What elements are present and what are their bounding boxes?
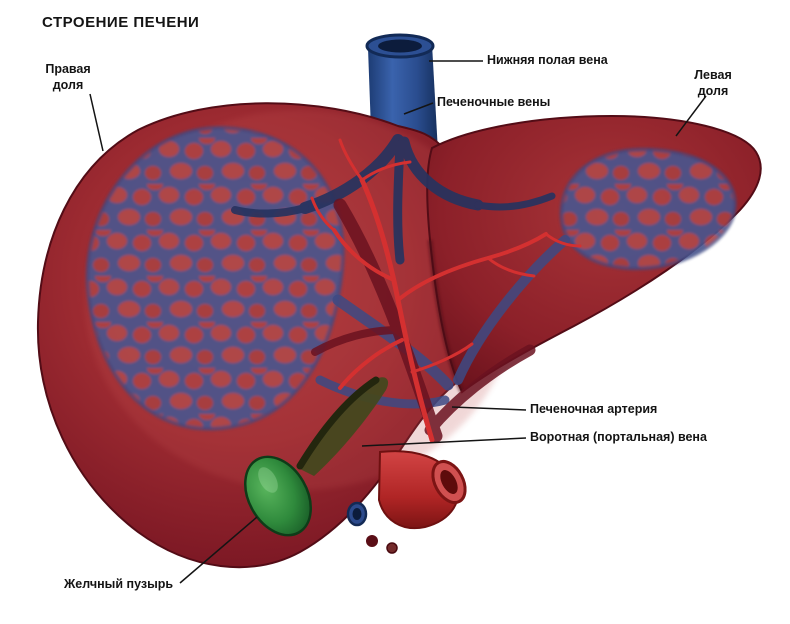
label-gallbladder: Желчный пузырь [64, 577, 174, 591]
label-inferior-vena-cava: Нижняя полая вена [487, 53, 608, 67]
hepatic-artery-vessels [310, 138, 582, 443]
label-hepatic-artery: Печеночная артерия [530, 402, 658, 416]
leader-gallbladder [179, 516, 258, 584]
leader-left-lobe [675, 95, 707, 137]
vein-mesh-right-lobe-region [85, 125, 345, 431]
leader-right-lobe [89, 93, 104, 152]
label-right-lobe: Правая доля [45, 62, 91, 92]
label-left-lobe: Левая доля [694, 68, 732, 98]
leader-portal-vein [361, 437, 527, 447]
vein-mesh-left-lobe-region [559, 147, 737, 271]
label-portal-vein: Воротная (портальная) вена [530, 430, 707, 444]
label-hepatic-veins: Печеночные вены [437, 95, 551, 109]
gallbladder-shape [244, 455, 312, 537]
diagram-title: СТРОЕНИЕ ПЕЧЕНИ [42, 14, 200, 31]
portal-vein-vessel [346, 450, 467, 554]
leader-lines [89, 60, 707, 584]
leader-hepatic-artery [451, 406, 527, 411]
leader-hepatic-veins [403, 102, 434, 115]
bile-duct [296, 376, 389, 476]
